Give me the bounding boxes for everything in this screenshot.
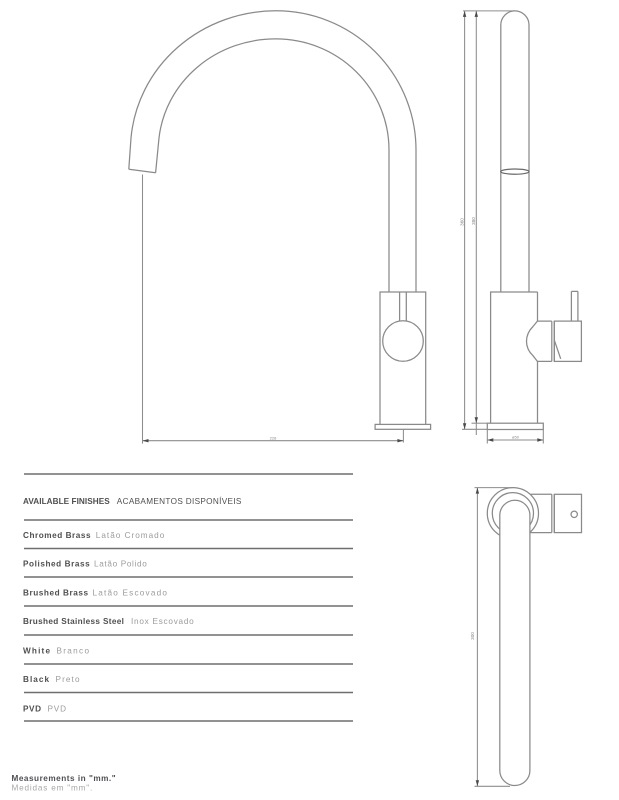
svg-text:ACABAMENTOS DISPONÍVEIS: ACABAMENTOS DISPONÍVEIS xyxy=(117,496,242,506)
svg-text:ø50: ø50 xyxy=(512,435,520,440)
svg-text:Preto: Preto xyxy=(56,675,80,684)
svg-text:AVAILABLE FINISHES: AVAILABLE FINISHES xyxy=(23,497,110,506)
svg-text:Measurements in "mm.": Measurements in "mm." xyxy=(12,774,116,783)
svg-text:Chromed Brass: Chromed Brass xyxy=(23,531,91,540)
svg-text:Black: Black xyxy=(23,675,49,684)
svg-text:380: 380 xyxy=(471,217,476,225)
svg-text:Latão Cromado: Latão Cromado xyxy=(96,531,165,540)
svg-text:White: White xyxy=(23,646,50,655)
svg-text:Polished Brass: Polished Brass xyxy=(23,560,90,569)
svg-text:Medidas em "mm".: Medidas em "mm". xyxy=(12,784,93,793)
svg-text:Branco: Branco xyxy=(57,646,90,655)
svg-text:Brushed Brass: Brushed Brass xyxy=(23,589,89,598)
svg-text:PVD: PVD xyxy=(48,705,67,714)
svg-text:Latão Polido: Latão Polido xyxy=(94,560,147,569)
svg-text:228: 228 xyxy=(270,435,277,440)
svg-text:Brushed Stainless Steel: Brushed Stainless Steel xyxy=(23,617,124,626)
svg-text:360: 360 xyxy=(459,218,464,226)
svg-text:300: 300 xyxy=(470,632,475,640)
svg-text:PVD: PVD xyxy=(23,705,41,714)
svg-text:Inox Escovado: Inox Escovado xyxy=(131,617,194,626)
svg-text:Latão Escovado: Latão Escovado xyxy=(93,589,168,598)
